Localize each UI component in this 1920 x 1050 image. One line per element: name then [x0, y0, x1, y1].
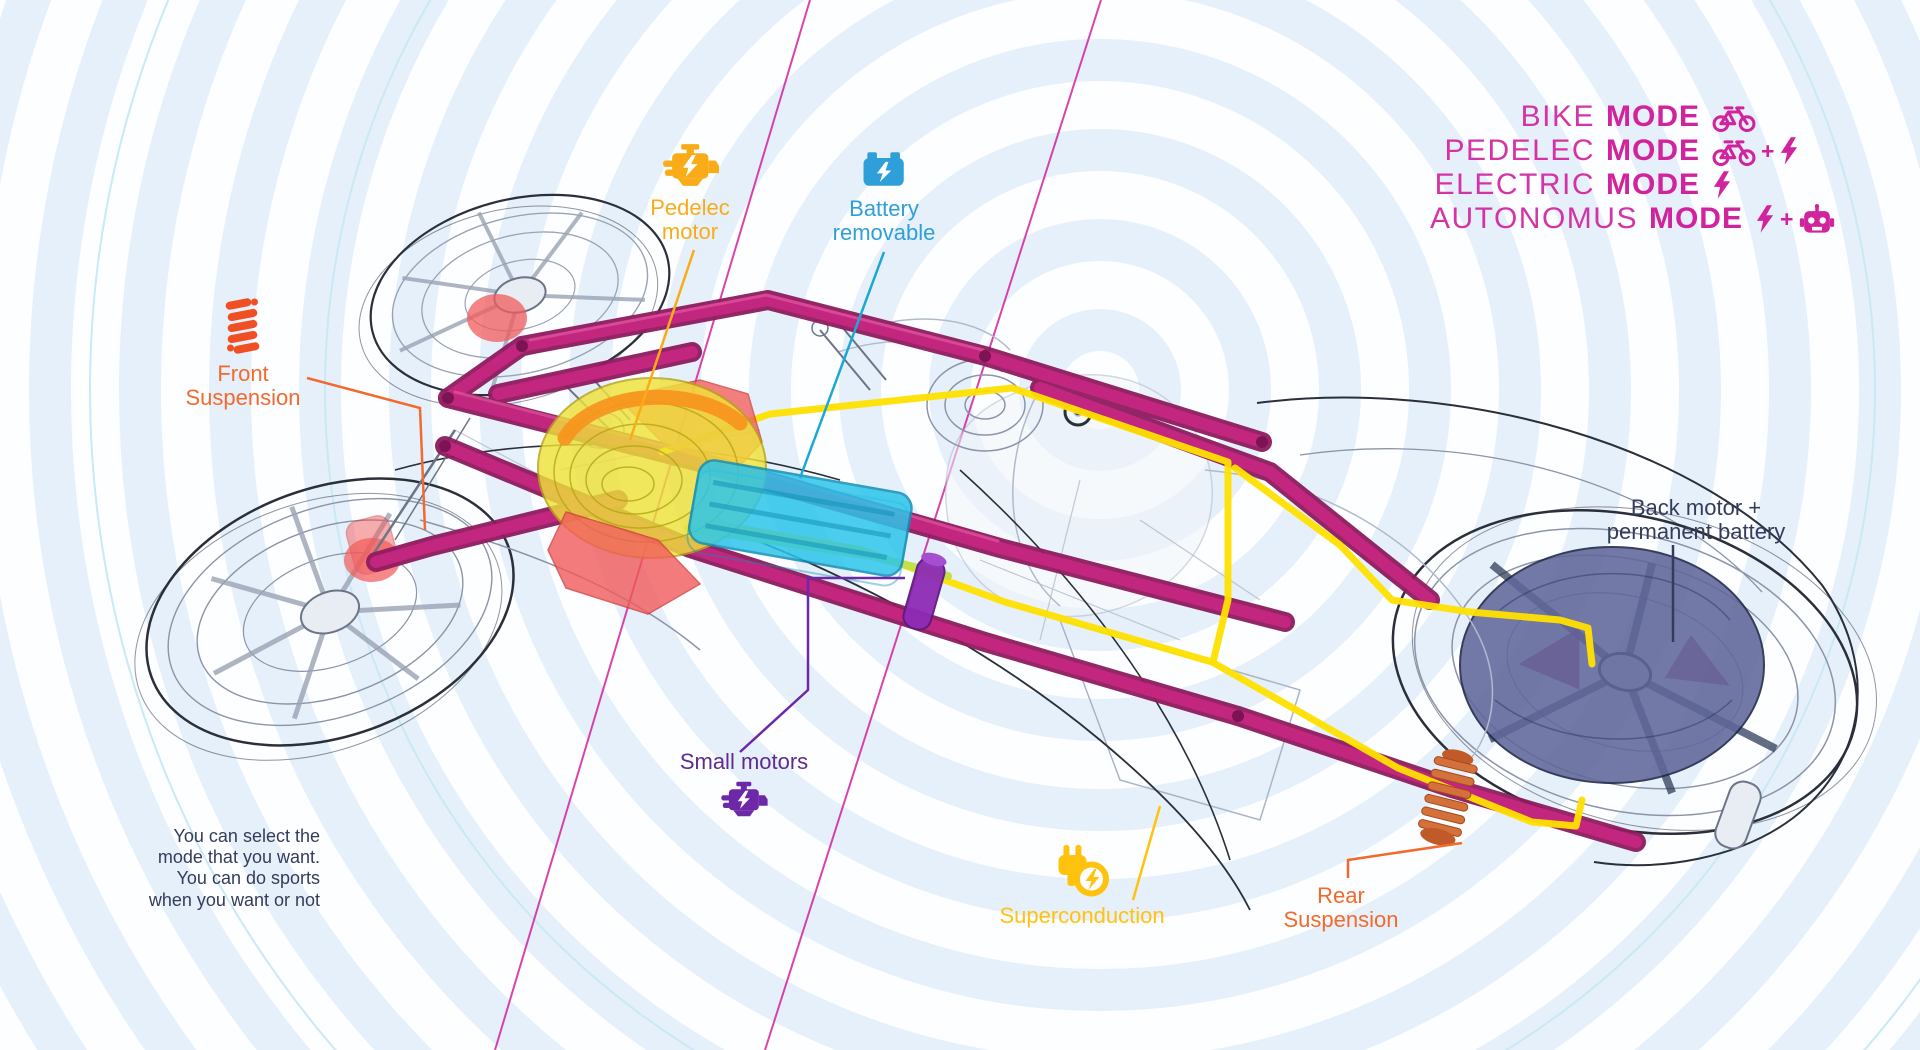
front-suspension-label: Front Suspension [185, 361, 301, 410]
callout-pedelec-motor: Pedelec motor [650, 142, 730, 244]
callout-rear-suspension: Rear Suspension [1284, 884, 1399, 932]
superconduction-label: Superconduction [999, 903, 1165, 928]
mode-name: PEDELEC [1444, 134, 1595, 167]
plus-separator: + [1761, 137, 1775, 164]
back-motor-disc [1459, 546, 1765, 784]
bolt-icon [1712, 171, 1732, 199]
mode-row-pedelec: PEDELEC MODE + [1430, 134, 1830, 168]
leader-small-motors [739, 576, 905, 753]
leader-superconduction [1131, 805, 1162, 901]
rear-suspension-label: Rear Suspension [1283, 883, 1399, 932]
battery-removable-label: Battery removable [832, 196, 936, 245]
front-upper-hub-part [467, 294, 527, 342]
mode-icons: + [1755, 204, 1836, 234]
callout-front-suspension: Front Suspension [185, 296, 301, 410]
small-motor-part [902, 552, 947, 631]
leader-pedelec-motor [628, 249, 696, 441]
leader-lines [306, 249, 1675, 901]
mode-name: ELECTRIC [1434, 168, 1595, 201]
mode-icons [1712, 103, 1830, 132]
plus-separator: + [1779, 205, 1794, 232]
bolt-icon [1779, 137, 1799, 165]
mode-row-electric: ELECTRIC MODE [1430, 168, 1830, 202]
mode-row-bike: BIKE MODE [1430, 100, 1830, 134]
leader-rear-suspension [1346, 841, 1463, 878]
bike-icon [1712, 137, 1756, 166]
leader-front-suspension [306, 376, 427, 531]
mode-icons: + [1712, 137, 1830, 166]
pedelec-motor-label: Pedelec motor [650, 195, 730, 244]
callout-superconduction: Superconduction [999, 844, 1165, 928]
mode-name: BIKE [1520, 100, 1595, 133]
bolt-icon [1755, 205, 1775, 233]
bike-icon [1712, 103, 1756, 132]
rear-coil-spring [1418, 749, 1478, 846]
rear-wheel [1256, 396, 1877, 867]
engine-icon [720, 780, 768, 818]
battery-icon [861, 150, 907, 189]
mode-row-autonomus: AUTONOMUS MODE + [1430, 202, 1830, 236]
battery-pack-part [686, 459, 913, 587]
leader-battery [798, 251, 886, 479]
robot-icon [1798, 204, 1836, 234]
mode-word: MODE [1648, 202, 1743, 235]
mode-word: MODE [1606, 100, 1700, 133]
mode-name: AUTONOMUS [1430, 202, 1638, 235]
mode-icons [1712, 171, 1830, 199]
spring-icon [224, 296, 262, 354]
callout-small-motors: Small motors [680, 750, 808, 818]
back-motor-label: Back motor + permanent battery [1606, 495, 1786, 544]
small-motors-label: Small motors [679, 749, 809, 774]
mode-word: MODE [1606, 134, 1700, 167]
callout-battery-removable: Battery removable [832, 150, 936, 245]
engine-icon [661, 142, 719, 188]
plug-icon [1054, 844, 1110, 898]
mode-note: You can select the mode that you want. Y… [148, 826, 320, 910]
callout-back-motor: Back motor + permanent battery [1607, 496, 1786, 544]
mode-word: MODE [1606, 168, 1700, 201]
